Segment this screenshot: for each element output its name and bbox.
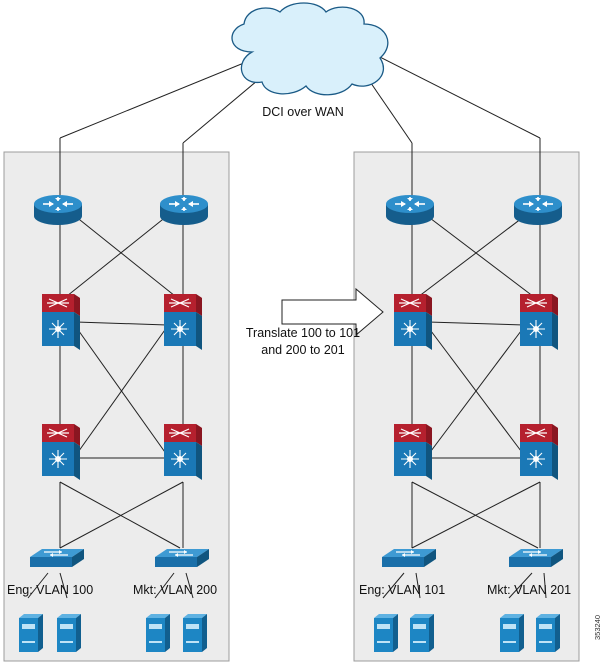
router-icon bbox=[513, 194, 563, 226]
access-switch-icon bbox=[154, 548, 210, 568]
translate-note-line1: Translate 100 to 101 bbox=[246, 326, 360, 340]
multilayer-switch-icon bbox=[163, 423, 203, 481]
multilayer-switch-icon bbox=[519, 423, 559, 481]
multilayer-switch-icon bbox=[41, 423, 81, 481]
right-data-center-panel bbox=[353, 151, 580, 662]
multilayer-switch-icon bbox=[393, 293, 433, 351]
left-mkt-vlan-label: Mkt: VLAN 200 bbox=[133, 583, 217, 597]
server-icon bbox=[500, 614, 524, 652]
server-icon bbox=[146, 614, 170, 652]
access-switch-icon bbox=[381, 548, 437, 568]
server-icon bbox=[536, 614, 560, 652]
multilayer-switch-icon bbox=[393, 423, 433, 481]
translation-arrow-icon bbox=[281, 287, 384, 337]
right-mkt-vlan-label: Mkt: VLAN 201 bbox=[487, 583, 571, 597]
figure-id: 353240 bbox=[593, 615, 602, 640]
multilayer-switch-icon bbox=[519, 293, 559, 351]
server-icon bbox=[57, 614, 81, 652]
server-links bbox=[27, 572, 547, 599]
access-switch-icon bbox=[29, 548, 85, 568]
multilayer-switch-icon bbox=[163, 293, 203, 351]
left-data-center-panel bbox=[3, 151, 230, 662]
server-icon bbox=[374, 614, 398, 652]
left-eng-vlan-label: Eng: VLAN 100 bbox=[7, 583, 93, 597]
wan-cloud-icon bbox=[231, 2, 389, 96]
access-switch-icon bbox=[508, 548, 564, 568]
router-icon bbox=[385, 194, 435, 226]
server-icon bbox=[19, 614, 43, 652]
wan-label: DCI over WAN bbox=[262, 105, 344, 119]
translate-note-line2: and 200 to 201 bbox=[261, 343, 344, 357]
right-eng-vlan-label: Eng: VLAN 101 bbox=[359, 583, 445, 597]
right-dc-links bbox=[411, 210, 541, 549]
router-icon bbox=[33, 194, 83, 226]
multilayer-switch-icon bbox=[41, 293, 81, 351]
router-icon bbox=[159, 194, 209, 226]
server-icon bbox=[183, 614, 207, 652]
left-dc-links bbox=[59, 210, 184, 549]
server-icon bbox=[410, 614, 434, 652]
